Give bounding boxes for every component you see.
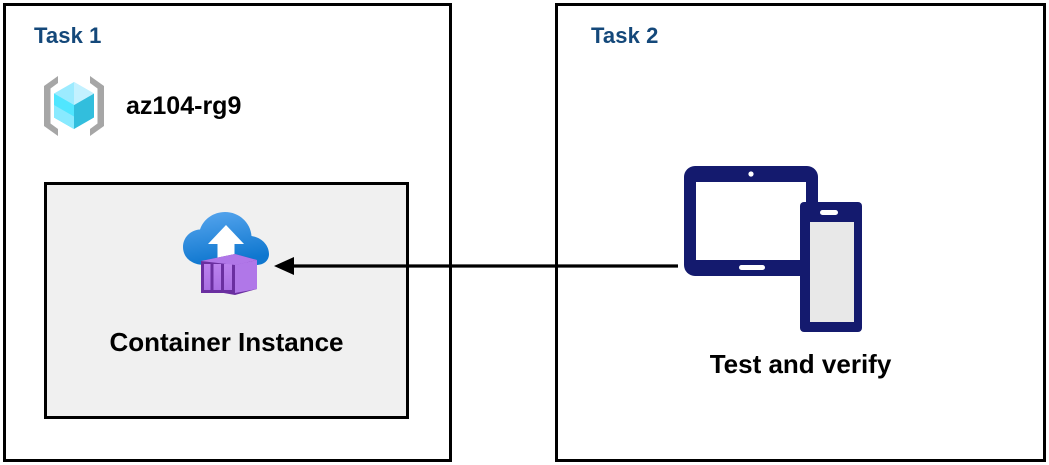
resource-group-icon <box>44 76 104 136</box>
tablet-and-phone-icon <box>684 166 862 332</box>
resource-group-label: az104-rg9 <box>126 91 242 120</box>
resource-group-row: az104-rg9 <box>36 68 241 144</box>
panel-title-task-1: Task 1 <box>34 23 102 48</box>
container-instance-icon <box>182 212 269 295</box>
test-and-verify-label: Test and verify <box>709 349 892 379</box>
panel-task-1: Task 1 az104-rg9 <box>3 3 452 462</box>
container-instance-box: Container Instance <box>44 182 409 419</box>
panel-title-task-2: Task 2 <box>591 23 659 48</box>
container-instance-label: Container Instance <box>109 327 344 357</box>
